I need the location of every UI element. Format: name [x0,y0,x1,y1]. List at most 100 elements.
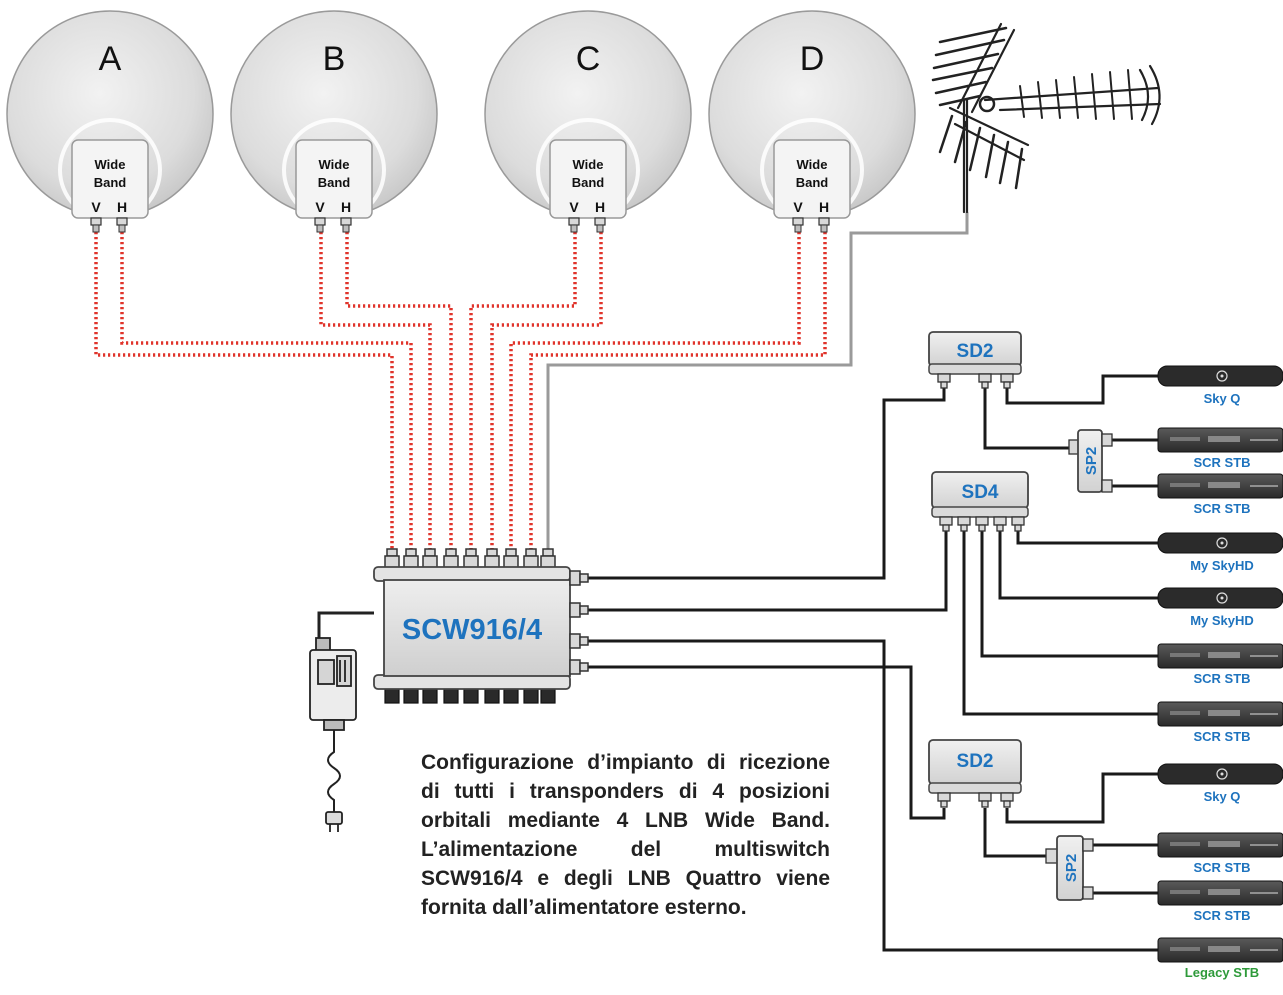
lnb-label: Band [94,175,127,190]
input-port [525,548,537,557]
lnb-label: Wide [797,157,828,172]
receiver-label: Sky Q [1204,789,1241,804]
caption-text: Configurazione d’impianto di ricezione d… [421,751,830,919]
output-port [569,602,581,618]
splitter-label: SP2 [1063,854,1080,882]
splitter-label: SD2 [957,341,994,362]
terrestrial-antenna-icon [931,22,1162,214]
output-port [569,659,581,675]
input-port [445,548,457,557]
cable-a-v [94,232,394,552]
receiver-label: Sky Q [1204,391,1241,406]
cable-c-h [490,232,603,552]
set-top-box-icon: SCR STB [1157,832,1283,875]
output-port [579,573,589,583]
output-port [579,605,589,615]
power-supply-icon [309,611,374,832]
splitter-sd2-top: SD2 [928,331,1022,389]
input-port [424,548,436,557]
output-port [484,688,500,704]
input-port [405,548,417,557]
output-port [569,633,581,649]
splitter-sd2-bottom: SD2 [928,739,1022,808]
satellite-cables [94,232,827,552]
lnb-connector [92,224,100,233]
dish-letter: B [323,40,346,78]
lnb-connector [568,217,580,226]
receivers: Sky Q SCR STB SCR STB My SkyHD My SkyHD SCR S… [1157,365,1283,980]
receiver-label: Legacy STB [1185,965,1259,980]
splitter-label: SP2 [1083,447,1100,475]
set-top-box-icon: My SkyHD [1157,532,1283,573]
receiver-label: SCR STB [1193,908,1250,923]
receiver-label: SCR STB [1193,729,1250,744]
input-port [386,548,398,557]
set-top-box-icon: SCR STB [1157,701,1283,744]
lnb-label: Wide [573,157,604,172]
lnb-connector [594,217,606,226]
port-v-label: V [569,199,579,215]
set-top-box-icon: My SkyHD [1157,587,1283,628]
lnb-connector [792,217,804,226]
lnb-connector [90,217,102,226]
receiver-label: SCR STB [1193,455,1250,470]
output-port [579,662,589,672]
receiver-label: SCR STB [1193,671,1250,686]
output-port [579,636,589,646]
cable-d-h [529,232,827,552]
output-cables [588,374,1158,952]
lnb-connector [118,224,126,233]
lnb-connector [342,224,350,233]
lnb-connector [116,217,128,226]
output-port [384,688,400,704]
lnb-connector [820,224,828,233]
output-port [569,570,581,586]
lnb-connector [818,217,830,226]
lnb-label: Band [796,175,829,190]
lnb-connector [794,224,802,233]
set-top-box-icon: Sky Q [1157,763,1283,804]
output-port [443,688,459,704]
set-top-box-icon: SCR STB [1157,880,1283,923]
cable-d-v [509,232,801,552]
splitter-label: SD4 [962,482,999,503]
dish-letter: C [576,40,601,78]
splitter-sp2-bottom: SP2 [1045,835,1094,901]
input-port [505,548,517,557]
receiver-label: SCR STB [1193,860,1250,875]
lnb-connector [314,217,326,226]
set-top-box-icon: Sky Q [1157,365,1283,406]
splitters: SD2 SD4 SD2 [928,331,1113,901]
splitter-sd4: SD4 [931,471,1029,532]
output-port [463,688,479,704]
lnb-connector [596,224,604,233]
receiver-label: My SkyHD [1190,558,1254,573]
input-port [465,548,477,557]
input-port [542,548,554,557]
dish-letter: D [800,40,825,78]
lnb-connector [340,217,352,226]
output-port [523,688,539,704]
cable-a-h [120,232,413,552]
set-top-box-icon: SCR STB [1157,643,1283,686]
input-port [486,548,498,557]
port-h-label: H [117,199,127,215]
port-v-label: V [91,199,101,215]
output-port [503,688,519,704]
output-port [403,688,419,704]
output-port [422,688,438,704]
cable-b-v [319,232,432,552]
terrestrial-cable [546,212,969,552]
lnb-label: Wide [95,157,126,172]
lnb-label: Wide [319,157,350,172]
lnb-connector [316,224,324,233]
output-port [540,688,556,704]
set-top-box-icon: SCR STB [1157,427,1283,470]
cable-c-v [469,232,577,552]
lnb-label: Band [318,175,351,190]
port-h-label: H [595,199,605,215]
port-h-label: H [819,199,829,215]
